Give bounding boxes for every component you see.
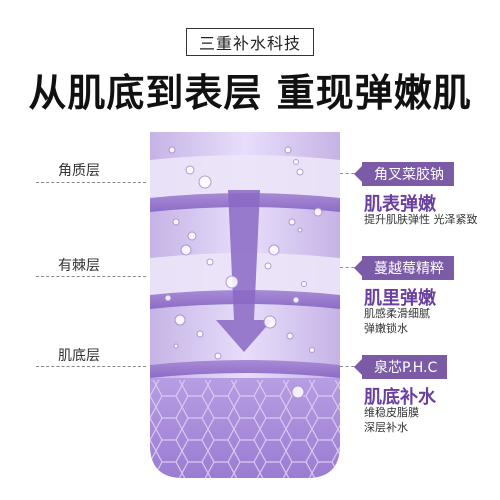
divider [36, 182, 146, 183]
benefit-title: 肌底补水 [364, 387, 436, 408]
benefit-desc: 弹嫩锁水 [364, 322, 408, 335]
ingredient-badge-carrageenan: 角叉菜胶钠 [354, 162, 454, 186]
benefit-desc: 维稳皮脂膜 [364, 406, 419, 419]
ingredient-badge-phc: 泉芯P.H.C [353, 355, 448, 379]
page-headline: 从肌底到表层 重现弹嫩肌 [28, 71, 472, 115]
layer-label-stratum-corneum: 角质层 [58, 163, 100, 179]
benefit-desc: 提升肌肤弹性 光泽紧致 [364, 213, 478, 226]
divider [36, 276, 146, 277]
benefit-title: 肌里弹嫩 [364, 288, 436, 309]
bubble-icon [164, 146, 323, 399]
divider [340, 173, 360, 174]
section-tag: 三重补水科技 [186, 28, 314, 56]
benefit-desc: 肌感柔滑细腻 [364, 307, 430, 320]
basal-layer-band [150, 360, 340, 378]
divider [340, 267, 360, 268]
divider [36, 366, 146, 367]
layer-label-spinous: 有棘层 [58, 258, 100, 274]
benefit-title: 肌表弹嫩 [364, 194, 436, 215]
downward-arrow-icon [216, 190, 272, 352]
layer-label-basal: 肌底层 [58, 348, 100, 364]
benefit-desc: 深层补水 [364, 421, 408, 434]
ingredient-badge-cranberry: 蔓越莓精粹 [354, 256, 454, 280]
divider [340, 366, 360, 367]
